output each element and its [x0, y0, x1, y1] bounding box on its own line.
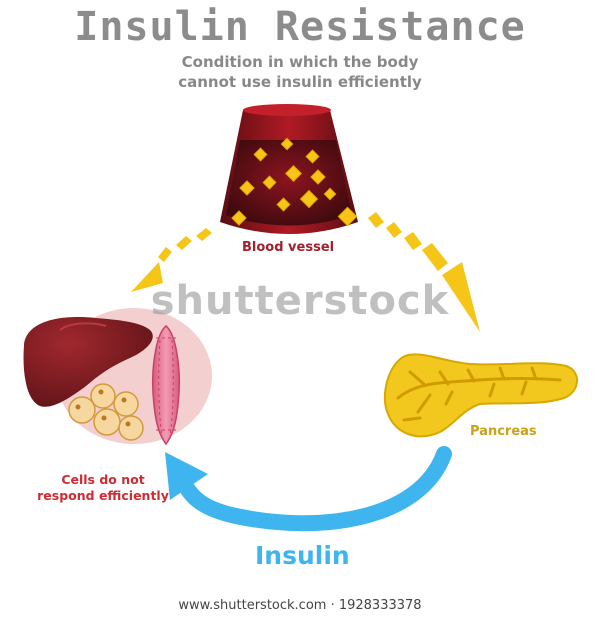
watermark: shutterstock	[150, 278, 450, 324]
pancreas-icon	[383, 353, 578, 438]
liver-icon	[23, 317, 153, 407]
yellow-arrow-left-icon	[131, 228, 212, 292]
yellow-arrow-right-icon	[368, 212, 480, 332]
fat-cells-icon	[68, 383, 144, 441]
cells-label-line-1: Cells do not	[61, 472, 145, 487]
pancreas-label: Pancreas	[470, 424, 537, 439]
footer-credit: www.shutterstock.com · 1928333378	[178, 598, 422, 613]
blue-insulin-arrow-icon	[165, 446, 452, 532]
muscle-icon	[152, 325, 180, 446]
subtitle-line-1: Condition in which the body	[181, 53, 419, 71]
cells-label-line-2: respond efficiently	[37, 488, 169, 503]
page-title: Insulin Resistance	[74, 4, 526, 50]
blood-vessel-label: Blood vessel	[242, 240, 335, 255]
blood-vessel-icon	[220, 104, 358, 234]
page-subtitle: Condition in which the body cannot use i…	[0, 52, 600, 92]
cells-label: Cells do not respond efficiently	[28, 472, 178, 504]
subtitle-line-2: cannot use insulin efficiently	[178, 73, 422, 91]
insulin-label: Insulin	[255, 541, 350, 570]
